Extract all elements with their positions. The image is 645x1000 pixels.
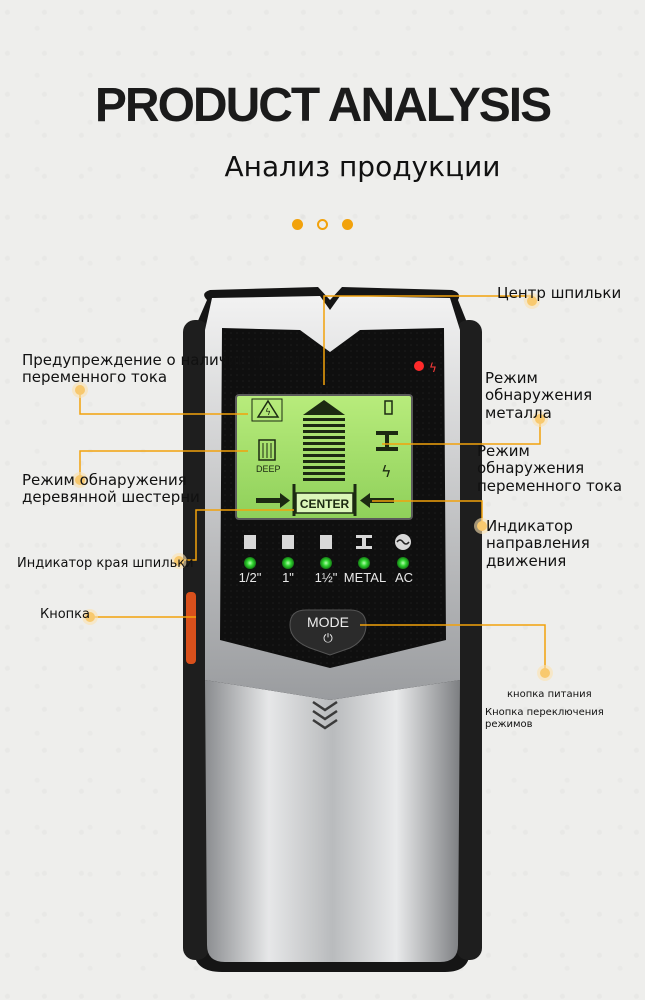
page-subtitle: Анализ продукции (224, 150, 501, 183)
led-label-one-inch: 1" (282, 570, 294, 585)
dot-outline (317, 219, 328, 230)
half-inch-icon (244, 535, 256, 549)
ac-warning-icon: ϟ (251, 398, 283, 422)
led-label-one-half-inch: 1½" (314, 570, 338, 585)
page-title: PRODUCT ANALYSIS (94, 79, 552, 132)
led-metal (358, 557, 370, 569)
callout-ac-mode: Режим обнаружения переменного тока (477, 442, 623, 495)
callout-mode-switch: Кнопка переключения режимов (485, 707, 604, 730)
callout-stud-edge: Индикатор края шпильки (17, 556, 194, 571)
callout-wood-mode: Режим обнаружения деревянной шестерни (22, 471, 200, 507)
callout-power-button: кнопка питания (507, 689, 592, 700)
callout-button: Кнопка (40, 607, 91, 622)
signal-bar-graph (303, 400, 345, 481)
right-arrow-icon (256, 493, 290, 508)
dot-filled (342, 219, 353, 230)
led-label-metal: METAL (343, 570, 387, 585)
metal-icon (376, 431, 398, 451)
lcd-center-box (295, 492, 354, 514)
led-one-inch (282, 557, 294, 569)
decorative-dots (292, 219, 354, 231)
side-button[interactable] (186, 592, 196, 664)
battery-icon (384, 400, 393, 415)
led-ac (397, 557, 409, 569)
callout-direction: Индикатор направления движения (486, 517, 590, 570)
wood-stud-icon (258, 439, 276, 461)
lcd-deep-label: DEEP (256, 464, 281, 474)
metal-led-icon (356, 535, 372, 538)
callout-stud-center: Центр шпильки (497, 284, 622, 302)
ac-warning-led (414, 361, 424, 371)
svg-text:ϟ: ϟ (265, 408, 271, 418)
led-one-half-inch (320, 557, 332, 569)
svg-text:ϟ: ϟ (429, 361, 437, 375)
dot-filled (292, 219, 303, 230)
one-half-inch-icon (320, 535, 332, 549)
callout-metal-mode: Режим обнаружения металла (485, 369, 593, 422)
ac-icon: ϟ (381, 462, 392, 481)
speaker-grille-icon (312, 700, 338, 730)
mode-button-label: MODE (307, 614, 349, 630)
one-inch-icon (282, 535, 294, 549)
led-label-ac: AC (394, 570, 414, 585)
lcd-center-label: CENTER (300, 497, 350, 511)
callout-ac-warning: Предупреждение о наличии линии переменно… (22, 351, 301, 387)
power-icon: ⏻ (323, 631, 333, 645)
led-half-inch (244, 557, 256, 569)
led-label-half-inch: 1/2" (238, 570, 262, 585)
